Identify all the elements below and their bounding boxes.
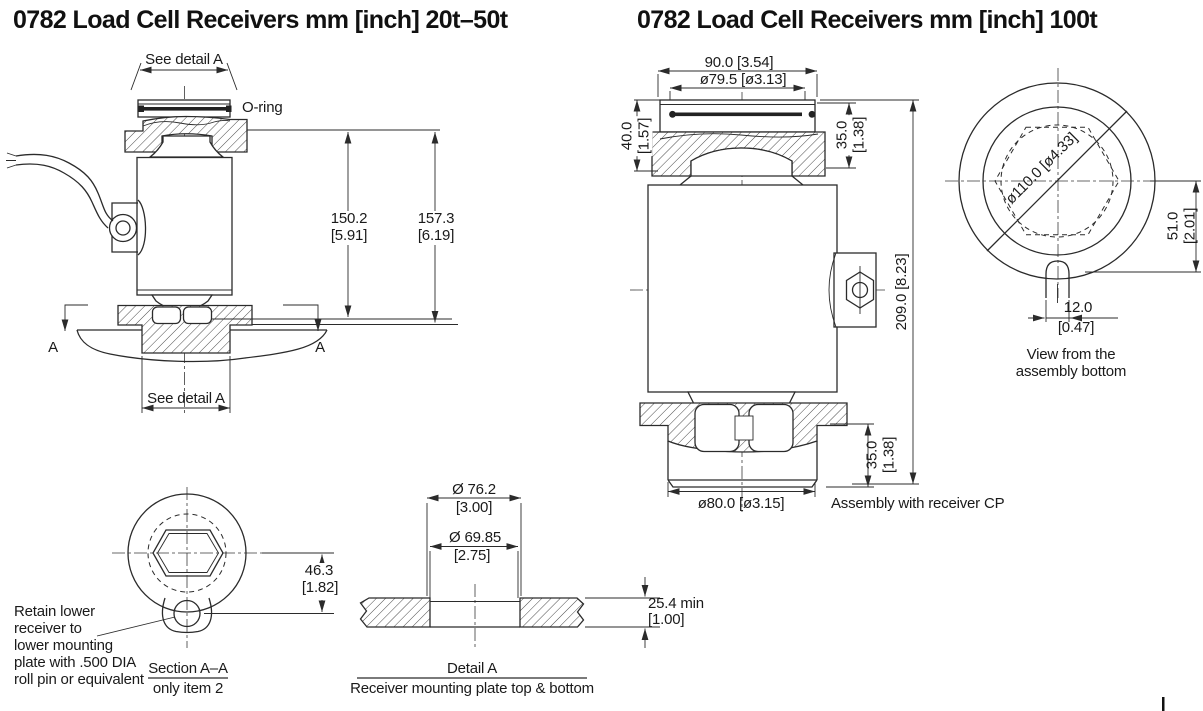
- right-assembly-drawing: [630, 67, 919, 512]
- section-marker-left: A: [48, 339, 58, 356]
- dim-69-inch: [2.75]: [453, 547, 491, 564]
- dim-157-mm: 157.3: [415, 210, 457, 228]
- caption-detail-a: Detail A: [446, 660, 498, 677]
- dim-46-mm: 46.3: [302, 562, 336, 580]
- dim-40-rotated: 40.0 [1.57]: [618, 115, 653, 157]
- caption-bottom-view: View from the assembly bottom: [1015, 346, 1127, 380]
- dim-80: ø80.0 [ø3.15]: [697, 495, 785, 512]
- dim-150-mm: 150.2: [328, 210, 370, 228]
- dim-12-mm: 12.0: [1063, 299, 1093, 316]
- bottom-view-drawing: [945, 68, 1201, 322]
- caption-section-aa-sub: only item 2: [152, 680, 224, 697]
- dim-90: 90.0 [3.54]: [704, 54, 774, 71]
- label-o-ring: O-ring: [242, 99, 283, 116]
- section-aa-drawing: [96, 487, 334, 679]
- dim-76-mm: Ø 76.2: [452, 481, 496, 498]
- caption-assembly: Assembly with receiver CP: [831, 495, 1005, 512]
- page-edge-mark: [1162, 697, 1165, 711]
- dim-35-bottom-rotated: 35.0 [1.38]: [863, 436, 898, 474]
- dim-209-rotated: 209.0 [8.23]: [892, 253, 910, 331]
- dim-69-mm: Ø 69.85: [449, 529, 501, 546]
- section-marker-right: A: [315, 339, 325, 356]
- detail-a-drawing: [357, 494, 660, 679]
- dim-150-inch: [5.91]: [328, 227, 370, 245]
- title-right: 0782 Load Cell Receivers mm [inch] 100t: [637, 6, 1098, 34]
- dim-157-inch: [6.19]: [415, 227, 457, 245]
- dim-12-inch: [0.47]: [1057, 319, 1095, 336]
- dim-35-top-rotated: 35.0 [1.38]: [833, 114, 868, 156]
- dim-76-inch: [3.00]: [455, 499, 493, 516]
- dim-51-rotated: 51.0 [2.01]: [1164, 207, 1199, 245]
- caption-section-aa: Section A–A: [148, 660, 228, 677]
- dim-79: ø79.5 [ø3.13]: [699, 71, 787, 88]
- left-assembly-drawing: [6, 62, 458, 416]
- dim-46-inch: [1.82]: [299, 579, 341, 597]
- caption-detail-a-sub: Receiver mounting plate top & bottom: [350, 680, 594, 697]
- dim-25-mm: 25.4 min: [648, 595, 704, 612]
- label-see-detail-a-top: See detail A: [145, 51, 223, 68]
- label-see-detail-a-bottom: See detail A: [147, 390, 225, 407]
- dim-25-inch: [1.00]: [648, 611, 685, 628]
- title-left: 0782 Load Cell Receivers mm [inch] 20t–5…: [13, 6, 508, 34]
- note-roll-pin: Retain lower receiver to lower mounting …: [14, 603, 144, 688]
